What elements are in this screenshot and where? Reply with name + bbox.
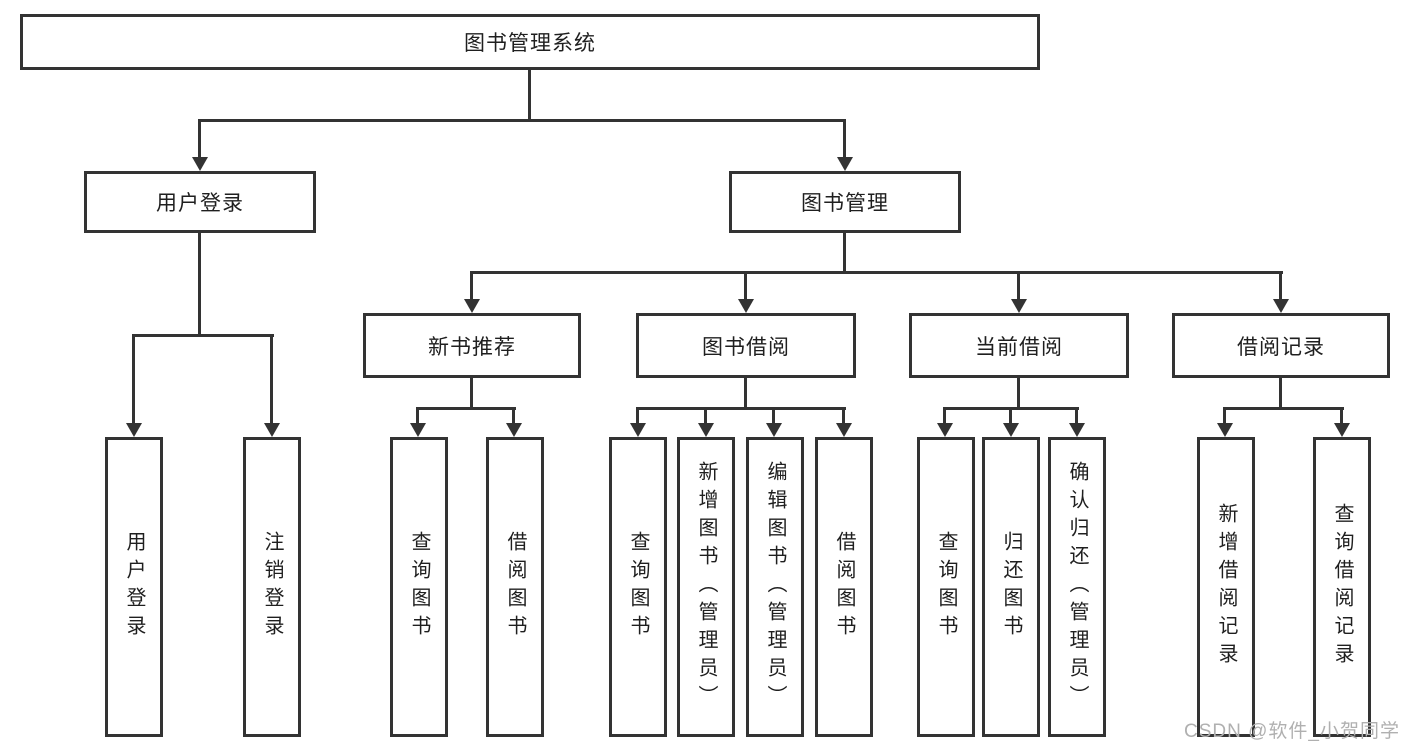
down-arrow xyxy=(1334,409,1350,437)
leaf-query-books-borrowing: 查询图书 xyxy=(609,437,667,737)
csdn-watermark: CSDN @软件_小贺同学 xyxy=(1184,721,1400,742)
down-arrow xyxy=(837,121,853,171)
node-current-borrowing: 当前借阅 xyxy=(909,313,1129,378)
down-arrow xyxy=(126,336,142,437)
connector-line xyxy=(416,407,516,410)
down-arrow xyxy=(410,409,426,437)
down-arrow xyxy=(766,409,782,437)
down-arrow xyxy=(1011,273,1027,313)
down-arrow xyxy=(264,336,280,437)
connector-line xyxy=(470,271,1283,274)
connector-line xyxy=(198,233,201,337)
leaf-edit-books-admin: 编辑图书（管理员） xyxy=(746,437,804,737)
leaf-confirm-return-admin: 确认归还（管理员） xyxy=(1048,437,1106,737)
connector-line xyxy=(528,70,531,121)
down-arrow xyxy=(698,409,714,437)
down-arrow xyxy=(738,273,754,313)
node-library-management-system: 图书管理系统 xyxy=(20,14,1040,70)
down-arrow xyxy=(464,273,480,313)
connector-line xyxy=(744,378,747,410)
node-book-management: 图书管理 xyxy=(729,171,961,233)
leaf-query-books-recommend: 查询图书 xyxy=(390,437,448,737)
down-arrow xyxy=(1069,409,1085,437)
node-new-book-recommendation: 新书推荐 xyxy=(363,313,581,378)
connector-line xyxy=(198,119,846,122)
node-book-borrowing: 图书借阅 xyxy=(636,313,856,378)
down-arrow xyxy=(836,409,852,437)
leaf-query-books-current: 查询图书 xyxy=(917,437,975,737)
down-arrow xyxy=(192,121,208,171)
connector-line xyxy=(132,334,274,337)
leaf-add-borrow-record: 新增借阅记录 xyxy=(1197,437,1255,737)
node-user-login: 用户登录 xyxy=(84,171,316,233)
leaf-borrow-books-recommend: 借阅图书 xyxy=(486,437,544,737)
connector-line xyxy=(843,233,846,274)
connector-line xyxy=(1223,407,1344,410)
node-borrowing-records: 借阅记录 xyxy=(1172,313,1390,378)
connector-line xyxy=(1017,378,1020,410)
leaf-logout: 注销登录 xyxy=(243,437,301,737)
down-arrow xyxy=(506,409,522,437)
leaf-user-login: 用户登录 xyxy=(105,437,163,737)
leaf-borrow-books-borrowing: 借阅图书 xyxy=(815,437,873,737)
connector-line xyxy=(1279,378,1282,410)
connector-line xyxy=(470,378,473,410)
down-arrow xyxy=(1003,409,1019,437)
leaf-return-books: 归还图书 xyxy=(982,437,1040,737)
leaf-add-books-admin: 新增图书（管理员） xyxy=(677,437,735,737)
leaf-query-borrow-record: 查询借阅记录 xyxy=(1313,437,1371,737)
connector-line xyxy=(636,407,846,410)
down-arrow xyxy=(1273,273,1289,313)
down-arrow xyxy=(1217,409,1233,437)
connector-line xyxy=(943,407,1079,410)
down-arrow xyxy=(937,409,953,437)
down-arrow xyxy=(630,409,646,437)
